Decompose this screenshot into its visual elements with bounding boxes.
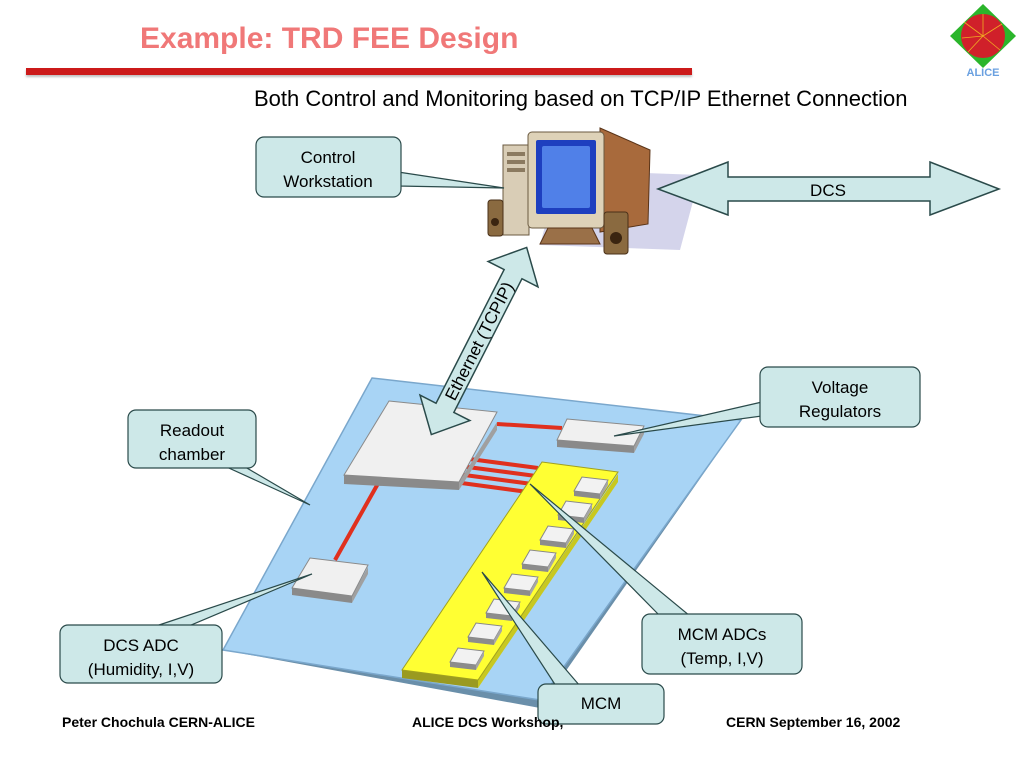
callout-voltage-regulators: Voltage Regulators (613, 366, 921, 437)
voltage-regulator-chip (556, 418, 645, 453)
ethernet-label: Ethernet (TCPIP) (441, 279, 517, 404)
dcs-label: DCS (810, 181, 846, 200)
mcm-adcs-line1: MCM ADCs (678, 625, 767, 644)
mcm-chip (539, 525, 575, 548)
dcs-adc-chip (291, 557, 369, 603)
footer-date: CERN September 16, 2002 (726, 714, 901, 730)
mcm-chip (503, 573, 539, 596)
page-title: Example: TRD FEE Design (140, 22, 519, 55)
subtitle: Both Control and Monitoring based on TCP… (254, 86, 908, 111)
dcs-double-arrow: DCS (655, 160, 1002, 217)
footer-author: Peter Chochula CERN-ALICE (62, 714, 255, 730)
voltage-regulators-line1: Voltage (812, 378, 869, 397)
mcm-label: MCM (581, 694, 622, 713)
mcm-adcs-line2: (Temp, I,V) (680, 649, 763, 668)
callout-dcs-adc: DCS ADC (Humidity, I,V) (59, 573, 313, 684)
mcm-chip (467, 622, 503, 645)
footer-event: ALICE DCS Workshop, (412, 714, 564, 730)
logo-text: ALICE (967, 67, 1000, 78)
callout-control-workstation: Control Workstation (255, 136, 505, 198)
dcs-adc-line1: DCS ADC (103, 636, 179, 655)
alice-logo: ALICE (950, 4, 1016, 78)
mcm-chip (521, 549, 557, 572)
readout-chamber-line1: Readout (160, 421, 225, 440)
callout-mcm-adcs: MCM ADCs (Temp, I,V) (529, 483, 803, 675)
control-workstation-line1: Control (301, 148, 356, 167)
mcm-chip (573, 476, 609, 499)
callout-mcm: MCM (481, 571, 665, 725)
readout-chamber-line2: chamber (159, 445, 225, 464)
title-underline (26, 68, 692, 75)
dcs-adc-line2: (Humidity, I,V) (88, 660, 194, 679)
callout-readout-chamber: Readout chamber (127, 409, 311, 506)
mcm-chip (449, 647, 485, 670)
voltage-regulators-line2: Regulators (799, 402, 881, 421)
control-workstation-line2: Workstation (283, 172, 372, 191)
